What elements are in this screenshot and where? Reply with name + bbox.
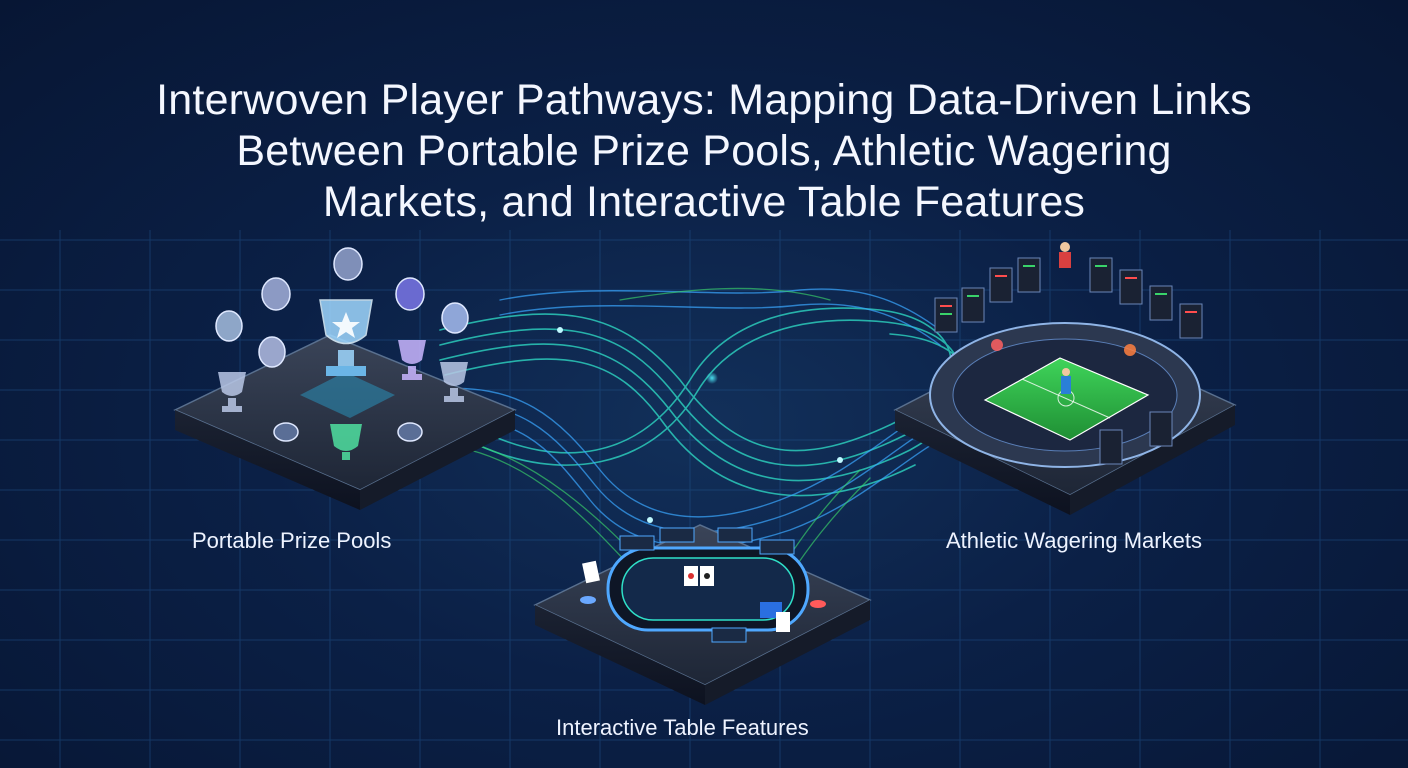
table-features-label: Interactive Table Features — [556, 715, 809, 740]
trophy-icon — [319, 299, 373, 376]
title-line-3: Markets, and Interactive Table Features — [322, 177, 1086, 226]
hud-panel-icon — [619, 527, 795, 643]
page-title: Interwoven Player Pathways: Mapping Data… — [40, 75, 1368, 228]
table-features-platform — [533, 524, 872, 705]
small-trophy-icon — [218, 340, 468, 460]
odds-tick-marks — [940, 265, 1197, 315]
prize-pools-platform — [173, 247, 517, 510]
playing-card-icon — [582, 560, 790, 632]
coin-icon — [215, 247, 469, 442]
athlete-icon — [991, 242, 1136, 394]
grid-floor — [0, 230, 1408, 768]
prize-pools-label: Portable Prize Pools — [192, 528, 392, 553]
athletic-markets-platform — [893, 242, 1237, 515]
title-line-1: Interwoven Player Pathways: Mapping Data… — [156, 75, 1252, 124]
athletic-markets-label: Athletic Wagering Markets — [946, 528, 1202, 553]
title-line-2: Between Portable Prize Pools, Athletic W… — [236, 126, 1172, 175]
